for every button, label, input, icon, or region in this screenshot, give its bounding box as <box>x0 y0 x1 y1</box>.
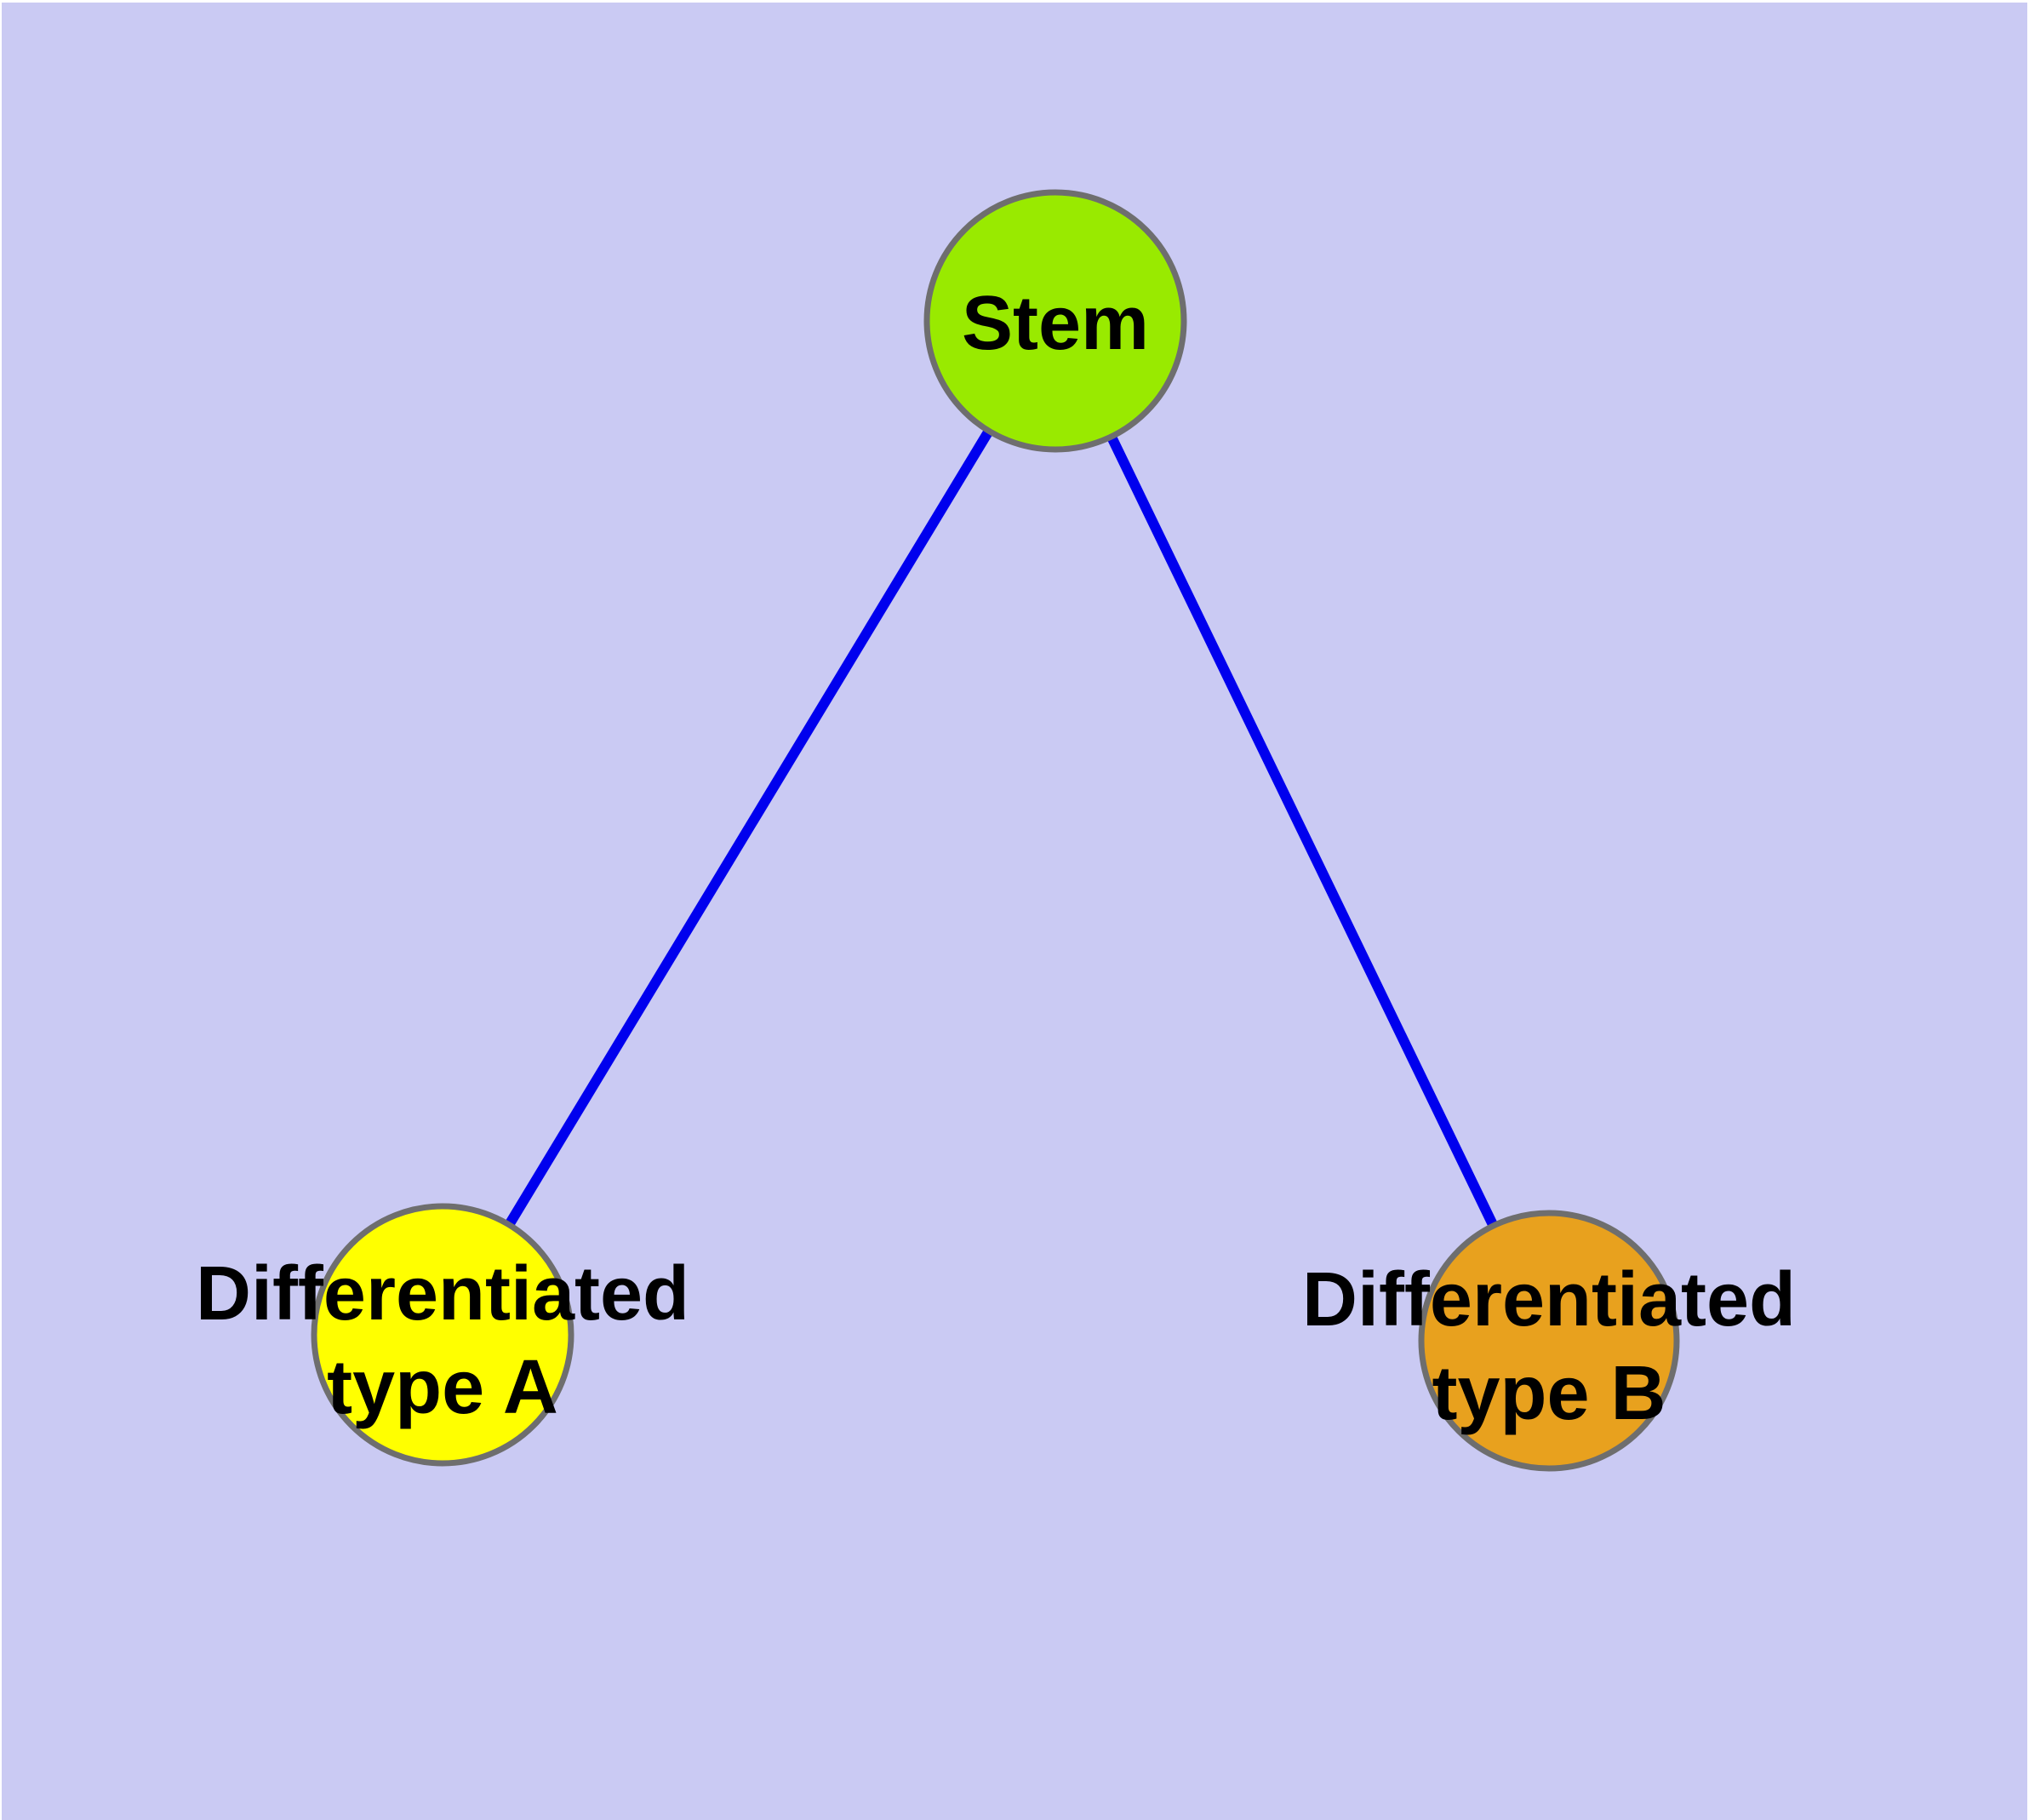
node-label-line: type B <box>1432 1351 1666 1436</box>
node-differentiated-type-a[interactable] <box>311 1203 574 1467</box>
node-label-line: Stem <box>962 281 1149 366</box>
node-stem[interactable] <box>923 189 1187 453</box>
node-label-line: Differentiated <box>196 1251 689 1336</box>
node-label-differentiated-type-a: Differentiated type A <box>196 1251 689 1430</box>
node-label-differentiated-type-b: Differentiated type B <box>1302 1257 1796 1436</box>
node-differentiated-type-b[interactable] <box>1418 1210 1680 1472</box>
node-label-stem: Stem <box>962 281 1149 366</box>
node-label-line: type A <box>327 1345 558 1430</box>
edge-stem-to-differentiated-type-b <box>1050 318 1554 1343</box>
node-label-line: Differentiated <box>1302 1257 1796 1342</box>
edge-stem-to-differentiated-type-a <box>437 318 1060 1338</box>
